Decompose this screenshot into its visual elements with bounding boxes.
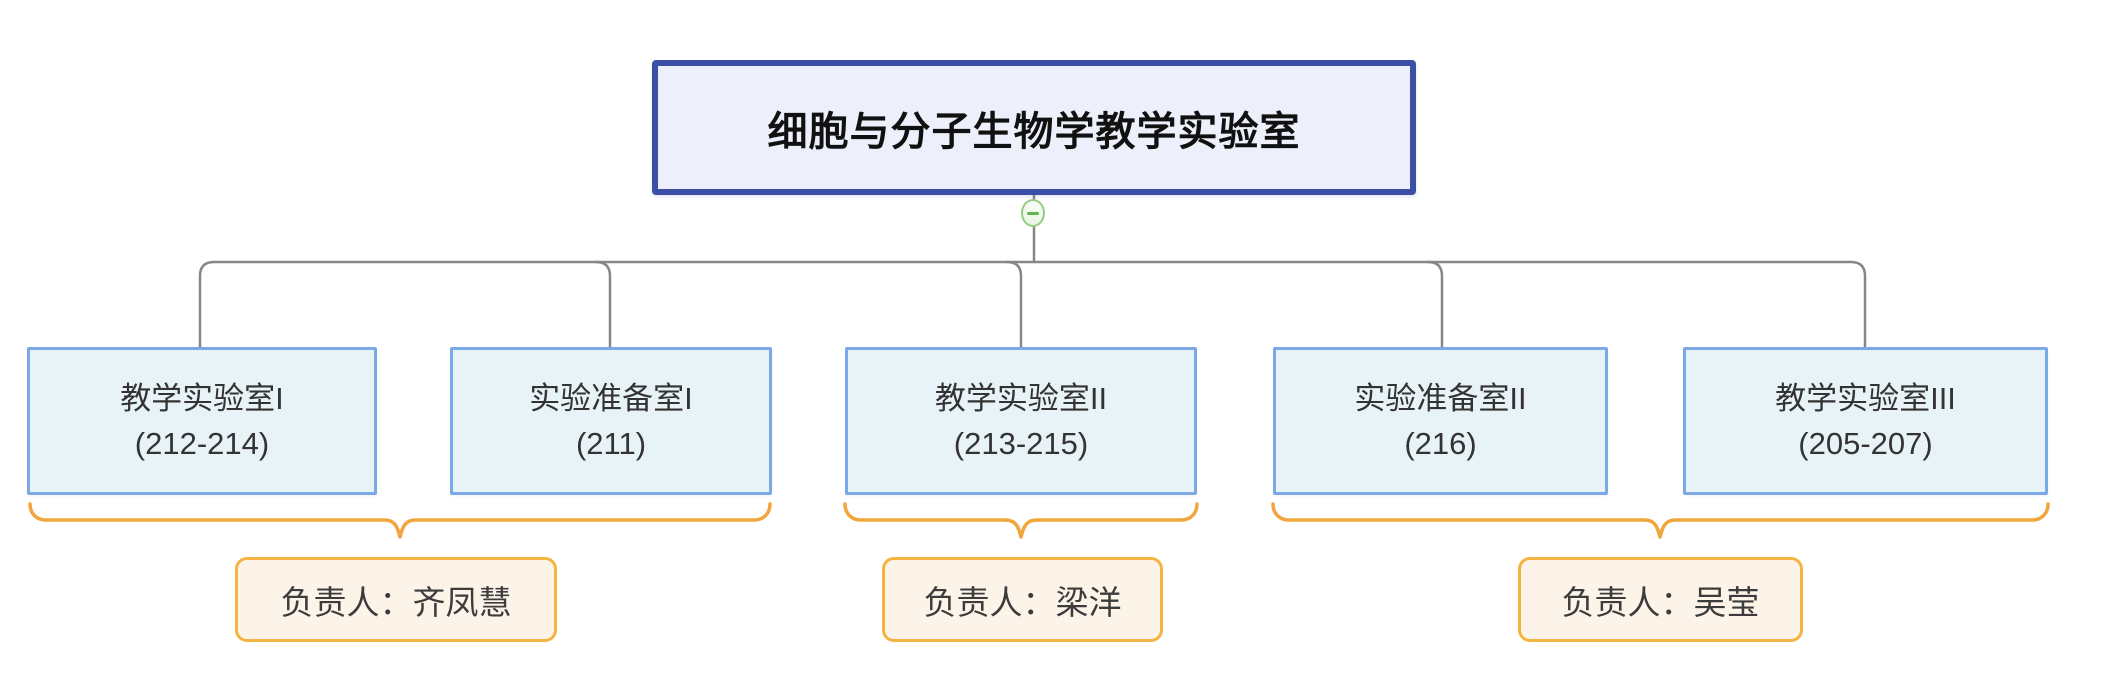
node-room: (211) bbox=[575, 426, 647, 461]
node-title: 实验准备室I bbox=[529, 381, 693, 416]
node-title: 实验准备室II bbox=[1354, 381, 1527, 416]
minus-icon bbox=[1027, 211, 1039, 215]
node-room: (213-215) bbox=[953, 426, 1089, 461]
summary-leader-label: 负责人：吴莹 bbox=[1561, 583, 1760, 621]
child-node-teaching-lab-3[interactable]: 教学实验室III (205-207) bbox=[1683, 347, 2048, 495]
summary-brace-2 bbox=[843, 502, 1199, 539]
summary-leader-1[interactable]: 负责人：齐凤慧 bbox=[235, 557, 557, 642]
collapse-button[interactable] bbox=[1021, 199, 1045, 227]
node-room: (212-214) bbox=[134, 426, 270, 461]
summary-leader-label: 负责人：梁洋 bbox=[923, 583, 1122, 621]
summary-leader-3[interactable]: 负责人：吴莹 bbox=[1518, 557, 1803, 642]
node-title: 教学实验室I bbox=[120, 381, 284, 416]
node-title: 教学实验室II bbox=[934, 381, 1108, 416]
node-title: 教学实验室III bbox=[1775, 381, 1956, 416]
child-node-prep-room-2[interactable]: 实验准备室II (216) bbox=[1273, 347, 1608, 495]
child-node-teaching-lab-2[interactable]: 教学实验室II (213-215) bbox=[845, 347, 1197, 495]
node-room: (205-207) bbox=[1798, 426, 1933, 461]
summary-brace-3 bbox=[1271, 502, 2050, 539]
summary-leader-2[interactable]: 负责人：梁洋 bbox=[882, 557, 1163, 642]
root-topic-label: 细胞与分子生物学教学实验室 bbox=[767, 108, 1301, 154]
child-node-prep-room-1[interactable]: 实验准备室I (211) bbox=[450, 347, 772, 495]
summary-brace-1 bbox=[28, 502, 772, 539]
summary-leader-label: 负责人：齐凤慧 bbox=[280, 583, 512, 621]
root-topic-node[interactable]: 细胞与分子生物学教学实验室 bbox=[652, 60, 1416, 195]
node-room: (216) bbox=[1404, 426, 1477, 461]
child-node-teaching-lab-1[interactable]: 教学实验室I (212-214) bbox=[27, 347, 377, 495]
